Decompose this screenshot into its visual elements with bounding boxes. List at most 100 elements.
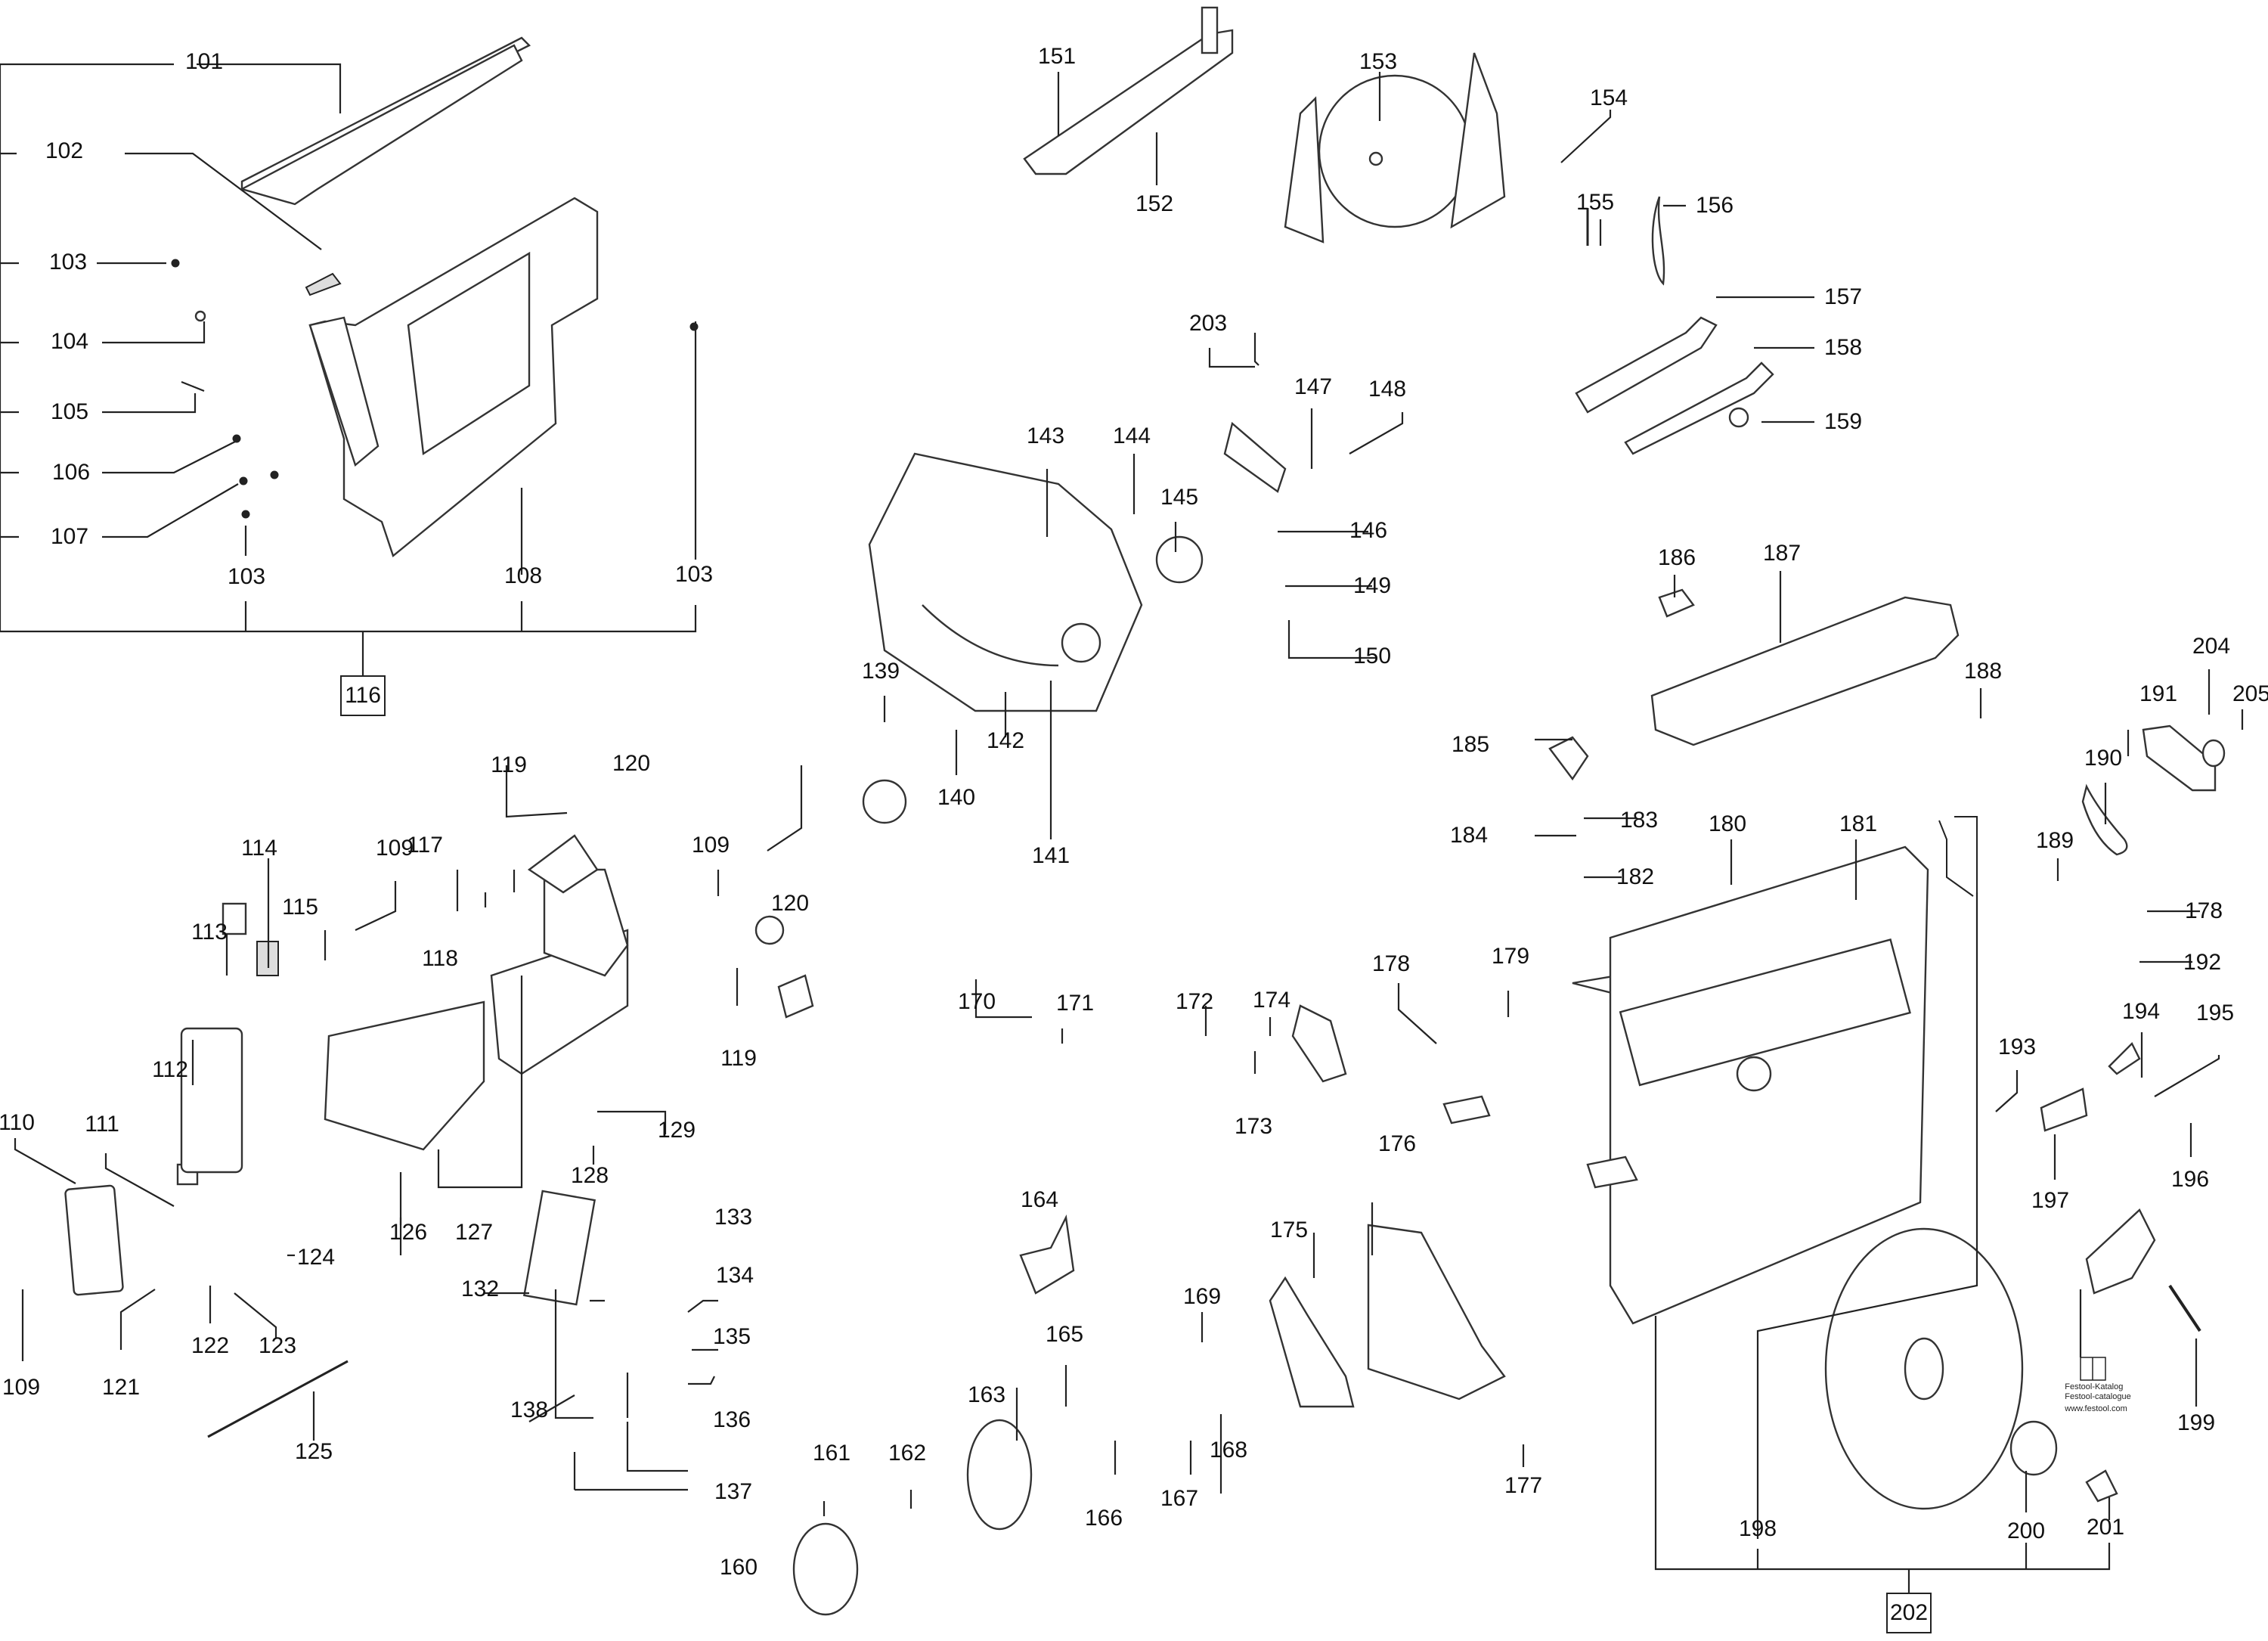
label-164: 164: [1020, 1187, 1059, 1212]
label-156: 156: [1695, 193, 1734, 218]
label-107: 107: [50, 524, 89, 549]
label-150: 150: [1352, 644, 1392, 668]
label-149: 149: [1352, 573, 1392, 598]
label-205: 205: [2232, 681, 2268, 706]
label-119-b: 119: [720, 1046, 757, 1071]
top-middle-leaders: [883, 72, 1814, 839]
assembly-box-202: 202: [1886, 1593, 1932, 1633]
label-145: 145: [1160, 485, 1199, 510]
part-101-cover-flap: [239, 44, 523, 206]
label-139: 139: [861, 659, 900, 684]
label-118: 118: [422, 946, 458, 971]
catalogue-note: Festool-Katalog Festool-catalogue www.fe…: [2065, 1382, 2130, 1414]
label-162: 162: [888, 1441, 927, 1466]
label-174: 174: [1252, 988, 1291, 1013]
label-134: 134: [715, 1263, 754, 1288]
label-163: 163: [967, 1382, 1006, 1407]
label-103-c: 103: [674, 562, 714, 587]
label-121: 121: [101, 1375, 141, 1400]
label-172: 172: [1175, 989, 1214, 1014]
label-120-a: 120: [612, 751, 651, 776]
label-126: 126: [389, 1220, 428, 1245]
label-138: 138: [510, 1397, 549, 1422]
label-108: 108: [503, 563, 543, 588]
label-151: 151: [1037, 44, 1077, 69]
label-185: 185: [1451, 732, 1490, 757]
lower-middle-leaders: [823, 979, 1525, 1516]
label-184: 184: [1449, 823, 1489, 848]
label-109-a: 109: [375, 836, 414, 861]
part-102: [305, 272, 342, 296]
label-171: 171: [1055, 991, 1095, 1016]
label-124: 124: [296, 1245, 336, 1270]
label-193: 193: [1997, 1035, 2037, 1059]
label-147: 147: [1294, 374, 1333, 399]
label-160: 160: [719, 1555, 758, 1580]
label-109-c: 109: [2, 1375, 41, 1400]
label-153: 153: [1359, 49, 1398, 74]
label-102: 102: [45, 138, 84, 163]
label-132: 132: [460, 1277, 500, 1301]
label-198: 198: [1738, 1516, 1777, 1541]
lower-middle-parts: [792, 845, 1929, 1616]
assembly-box-116: 116: [340, 675, 386, 716]
top-middle-parts: [862, 6, 1774, 824]
label-170: 170: [957, 989, 996, 1014]
label-106: 106: [51, 460, 91, 485]
label-101: 101: [184, 49, 224, 74]
label-173: 173: [1234, 1114, 1273, 1139]
fasteners-group-116: [171, 259, 699, 519]
label-169: 169: [1182, 1284, 1222, 1309]
label-141: 141: [1031, 843, 1070, 868]
label-137: 137: [714, 1479, 753, 1504]
label-175: 175: [1269, 1218, 1309, 1242]
label-192: 192: [2183, 950, 2222, 975]
label-183: 183: [1619, 808, 1659, 833]
label-140: 140: [937, 785, 976, 810]
label-178-b: 178: [2184, 898, 2223, 923]
label-154: 154: [1589, 85, 1628, 110]
label-191: 191: [2139, 681, 2178, 706]
label-178-a: 178: [1371, 951, 1411, 976]
label-144: 144: [1112, 423, 1151, 448]
label-200: 200: [2006, 1518, 2046, 1543]
label-148: 148: [1368, 377, 1407, 402]
label-176: 176: [1377, 1131, 1417, 1156]
catalogue-url: www.festool.com: [2065, 1404, 2127, 1413]
label-187: 187: [1762, 541, 1802, 566]
label-109-b: 109: [691, 833, 730, 858]
label-181: 181: [1839, 811, 1878, 836]
label-113: 113: [191, 920, 228, 945]
label-152: 152: [1135, 191, 1174, 216]
label-180: 180: [1708, 811, 1747, 836]
label-142: 142: [986, 728, 1025, 753]
label-201: 201: [2086, 1515, 2125, 1540]
label-161: 161: [812, 1441, 851, 1466]
label-188: 188: [1963, 659, 2003, 684]
label-111: 111: [85, 1112, 119, 1137]
label-112: 112: [152, 1057, 188, 1082]
label-186: 186: [1657, 545, 1696, 570]
catalogue-line-2: Festool-catalogue: [2065, 1392, 2131, 1401]
label-135: 135: [712, 1324, 751, 1349]
electronics-parts: [64, 834, 814, 1438]
label-129: 129: [657, 1118, 696, 1143]
label-196: 196: [2170, 1167, 2210, 1192]
label-179: 179: [1491, 944, 1530, 969]
label-195: 195: [2195, 1000, 2235, 1025]
label-128: 128: [570, 1163, 609, 1188]
label-119-a: 119: [491, 752, 527, 777]
label-143: 143: [1026, 423, 1065, 448]
label-136: 136: [712, 1407, 751, 1432]
label-182: 182: [1616, 864, 1655, 889]
label-165: 165: [1045, 1322, 1084, 1347]
label-190: 190: [2084, 746, 2123, 771]
label-122: 122: [191, 1333, 230, 1358]
label-127: 127: [454, 1220, 494, 1245]
label-189: 189: [2035, 828, 2074, 853]
label-203: 203: [1188, 311, 1228, 336]
label-199: 199: [2177, 1410, 2216, 1435]
label-159: 159: [1823, 409, 1863, 434]
